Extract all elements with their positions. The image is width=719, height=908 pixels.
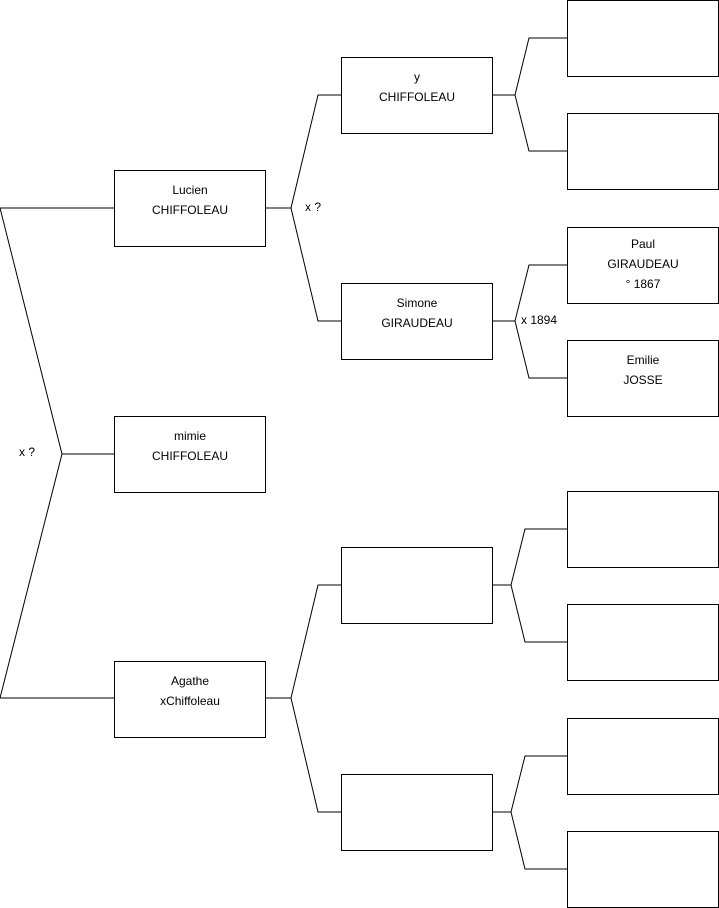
person-last-name: GIRAUDEAU xyxy=(381,316,453,330)
person-last-name: CHIFFOLEAU xyxy=(151,449,228,463)
person-last-name: CHIFFOLEAU xyxy=(151,203,228,217)
person-birth: ° 1867 xyxy=(625,277,661,291)
person-first-name: mimie xyxy=(174,429,206,443)
person-first-name: Agathe xyxy=(170,674,210,688)
person-box-empty[interactable] xyxy=(567,113,719,190)
person-box-empty[interactable] xyxy=(567,718,719,795)
person-box-empty[interactable] xyxy=(567,0,719,77)
marriage-label-lucien-parents: x ? xyxy=(305,200,322,214)
person-box-simone[interactable]: Simone GIRAUDEAU xyxy=(341,283,493,360)
person-last-name: CHIFFOLEAU xyxy=(378,90,455,104)
person-box-empty[interactable] xyxy=(567,831,719,908)
person-box-agathe[interactable]: Agathe xChiffoleau xyxy=(114,661,266,738)
person-last-name: GIRAUDEAU xyxy=(607,257,679,271)
person-box-empty[interactable] xyxy=(567,604,719,681)
person-last-name: JOSSE xyxy=(623,373,663,387)
person-box-paul[interactable]: Paul GIRAUDEAU ° 1867 xyxy=(567,227,719,304)
marriage-label-simone-parents: x 1894 xyxy=(521,313,558,327)
person-last-name: xChiffoleau xyxy=(160,694,220,708)
person-box-lucien[interactable]: Lucien CHIFFOLEAU xyxy=(114,170,266,247)
person-first-name: y xyxy=(414,70,420,84)
person-box-y[interactable]: y CHIFFOLEAU xyxy=(341,57,493,134)
person-box-emilie[interactable]: Emilie JOSSE xyxy=(567,340,719,417)
marriage-label-root: x ? xyxy=(19,445,36,459)
person-box-empty[interactable] xyxy=(567,491,719,568)
person-first-name: Simone xyxy=(396,296,438,310)
person-box-empty[interactable] xyxy=(341,774,493,851)
person-box-mimie[interactable]: mimie CHIFFOLEAU xyxy=(114,416,266,493)
person-box-empty[interactable] xyxy=(341,547,493,624)
person-first-name: Lucien xyxy=(172,183,208,197)
person-first-name: Emilie xyxy=(626,353,660,367)
person-first-name: Paul xyxy=(630,237,656,251)
